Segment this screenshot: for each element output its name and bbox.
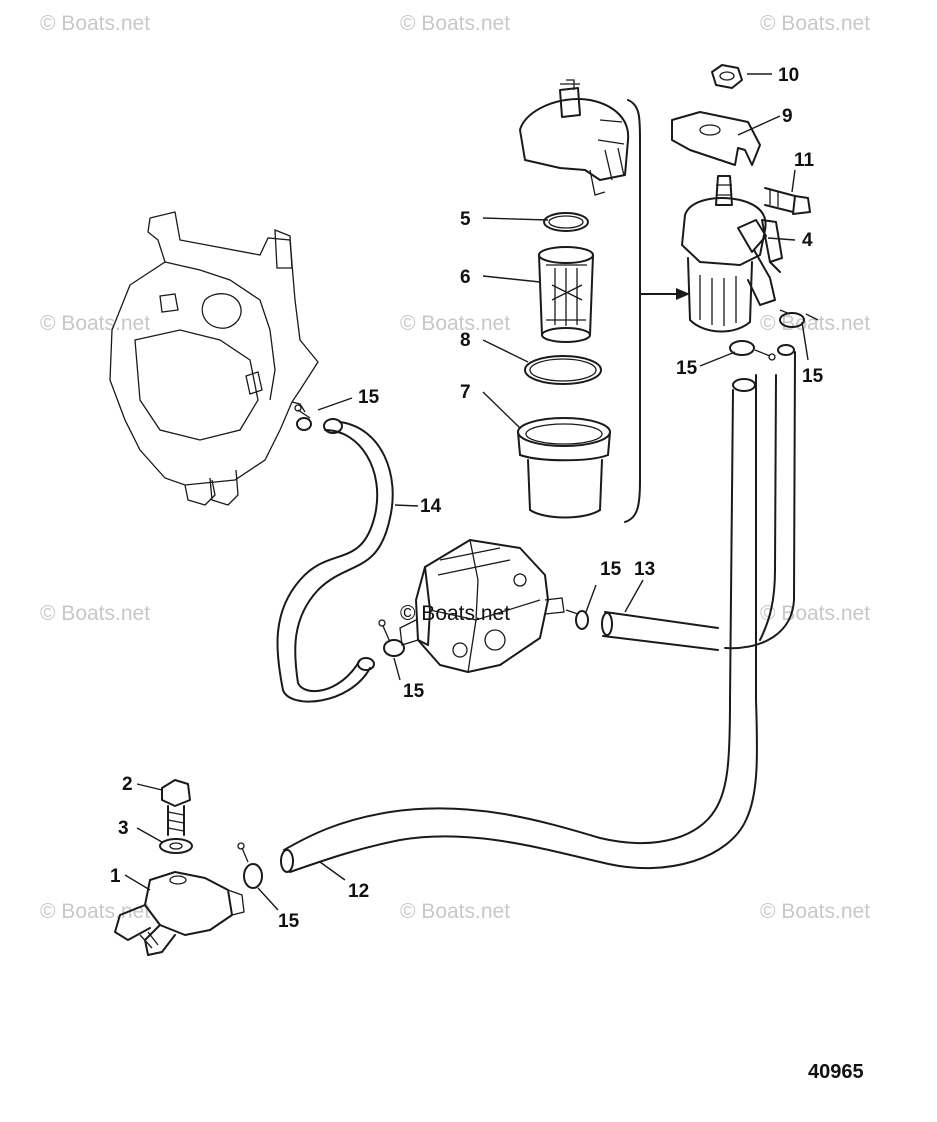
bracket-9 bbox=[671, 111, 761, 166]
callout-8: 8 bbox=[460, 330, 471, 351]
hose-12 bbox=[280, 374, 758, 873]
watermark: © Boats.net bbox=[40, 312, 150, 335]
leader-lines bbox=[124, 73, 809, 911]
hose-clamp bbox=[779, 309, 819, 328]
hose-clamp bbox=[294, 404, 312, 431]
hose-clamp bbox=[237, 842, 263, 889]
o-ring-5 bbox=[543, 212, 589, 232]
fuel-filter-assembly-4 bbox=[681, 175, 783, 333]
hose-14 bbox=[276, 418, 394, 703]
seal-ring-8 bbox=[524, 355, 602, 385]
filter-element-6 bbox=[538, 246, 594, 343]
filter-bowl-cover bbox=[519, 79, 630, 196]
callout-4: 4 bbox=[802, 230, 813, 251]
watermark: © Boats.net bbox=[760, 312, 870, 335]
washer-3 bbox=[159, 838, 193, 854]
watermark: © Boats.net bbox=[400, 900, 510, 923]
callout-15: 15 bbox=[600, 559, 622, 580]
watermark: © Boats.net bbox=[400, 12, 510, 35]
watermarks: © Boats.net © Boats.net © Boats.net © Bo… bbox=[40, 12, 870, 923]
watermark: © Boats.net bbox=[400, 312, 510, 335]
callout-11: 11 bbox=[794, 150, 815, 171]
callout-14: 14 bbox=[420, 496, 442, 517]
diagram-reference-number: 40965 bbox=[808, 1061, 864, 1083]
hose-clamp bbox=[378, 619, 405, 657]
callout-15: 15 bbox=[358, 387, 380, 408]
callout-15: 15 bbox=[802, 366, 824, 387]
screw-2 bbox=[161, 779, 191, 836]
assembly-bracket bbox=[624, 99, 690, 523]
callout-15: 15 bbox=[278, 911, 300, 932]
callout-9: 9 bbox=[782, 106, 793, 127]
watermark: © Boats.net bbox=[400, 602, 510, 625]
watermark: © Boats.net bbox=[760, 900, 870, 923]
carburetor-drawing bbox=[109, 211, 319, 506]
filter-bowl-7 bbox=[517, 417, 611, 519]
hose-clamp bbox=[565, 609, 589, 630]
watermark: © Boats.net bbox=[760, 12, 870, 35]
callout-5: 5 bbox=[460, 209, 471, 230]
watermark: © Boats.net bbox=[40, 900, 150, 923]
callout-1: 1 bbox=[110, 866, 121, 887]
watermark: © Boats.net bbox=[40, 12, 150, 35]
callout-15: 15 bbox=[676, 358, 698, 379]
bolt-11 bbox=[764, 187, 811, 215]
nut-10 bbox=[711, 64, 743, 89]
callout-10: 10 bbox=[778, 65, 799, 86]
fuel-pump-drawing bbox=[399, 539, 565, 673]
callout-13: 13 bbox=[634, 559, 655, 580]
callout-12: 12 bbox=[348, 881, 369, 902]
hose-13 bbox=[601, 344, 796, 651]
callout-15: 15 bbox=[403, 681, 425, 702]
fitting-1 bbox=[114, 871, 245, 956]
callout-2: 2 bbox=[122, 774, 133, 795]
callout-labels: 5 6 8 7 10 9 11 4 15 15 15 14 15 13 15 2… bbox=[110, 65, 824, 932]
watermark: © Boats.net bbox=[40, 602, 150, 625]
callout-7: 7 bbox=[460, 382, 471, 403]
callout-3: 3 bbox=[118, 818, 129, 839]
watermark: © Boats.net bbox=[760, 602, 870, 625]
callout-6: 6 bbox=[460, 267, 471, 288]
hose-clamp bbox=[729, 340, 776, 361]
